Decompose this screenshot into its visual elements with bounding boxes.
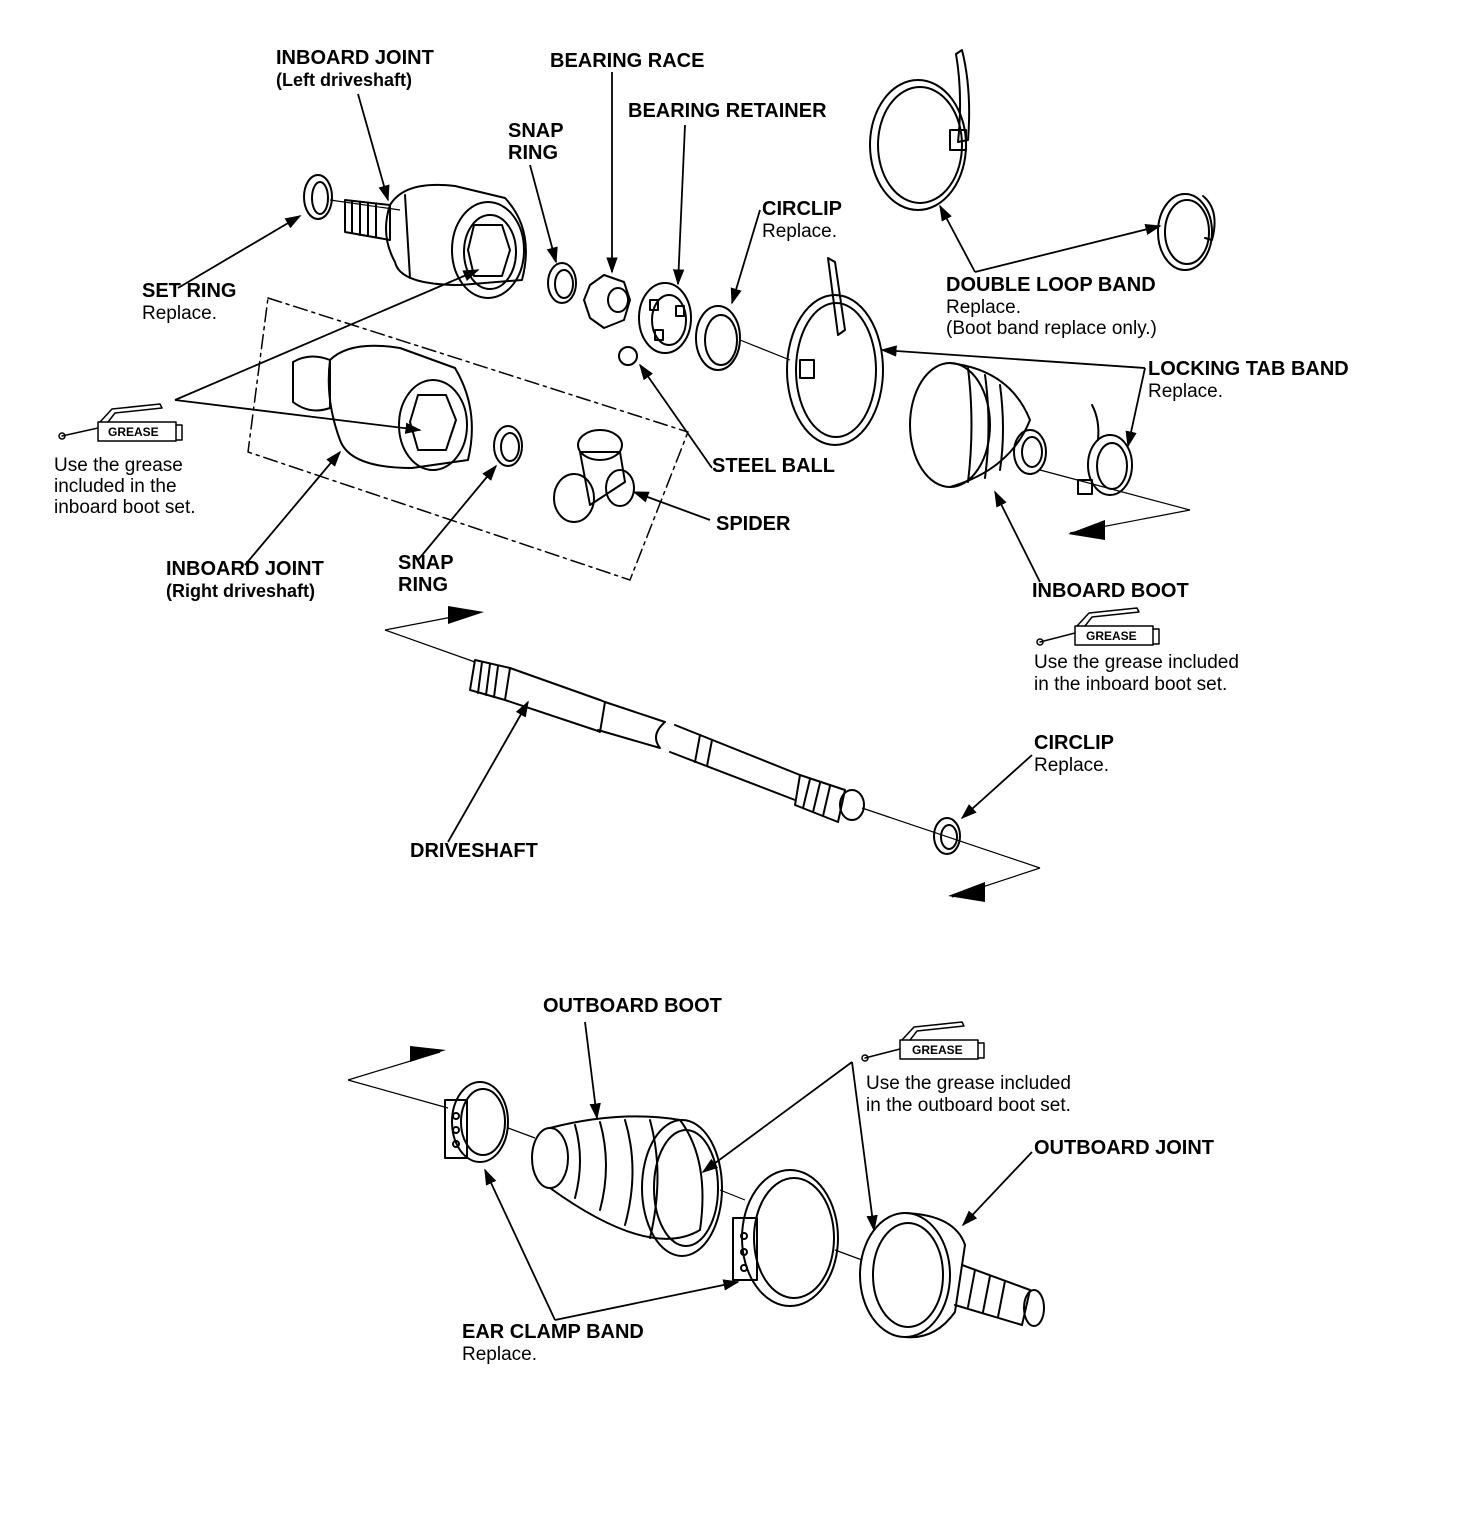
circlip-bottom-part — [933, 817, 961, 855]
set-ring-title: SET RING — [142, 280, 237, 302]
grease-outboard-line2: in the outboard boot set. — [866, 1095, 1071, 1116]
locking-tab-band-title: LOCKING TAB BAND — [1148, 358, 1349, 380]
outboard-boot-label: OUTBOARD BOOT — [543, 995, 722, 1017]
driveshaft-part — [469, 659, 865, 823]
bearing-race-part — [583, 274, 631, 329]
outboard-joint-label: OUTBOARD JOINT — [1034, 1137, 1214, 1159]
bearing-retainer-part — [638, 282, 692, 354]
inboard-joint-left-sub: (Left driveshaft) — [276, 70, 413, 90]
inboard-joint-left-part — [344, 183, 527, 299]
grease-left-line1: Use the grease — [54, 455, 183, 476]
inboard-boot-line2: in the inboard boot set. — [1034, 674, 1228, 695]
inboard-boot-title: INBOARD BOOT — [1032, 580, 1189, 602]
locking-tab-band-note: Replace. — [1148, 381, 1223, 402]
snap-ring-bottom-label-2: RING — [398, 574, 448, 596]
circlip-bottom-title: CIRCLIP — [1034, 732, 1114, 754]
snap-ring-top-label-1: SNAP — [508, 120, 564, 142]
grease-gun-icon — [861, 1021, 985, 1062]
snap-ring-top-label-2: RING — [508, 142, 558, 164]
locking-tab-band-small-part — [1087, 434, 1133, 496]
steel-ball-part — [618, 346, 638, 366]
inboard-joint-right-title: INBOARD JOINT — [166, 558, 324, 580]
ear-clamp-band-title: EAR CLAMP BAND — [462, 1321, 644, 1343]
grease-left-line2: included in the — [54, 476, 177, 497]
snap-ring-top-part — [547, 262, 577, 304]
ear-clamp-band-small-part — [444, 1081, 509, 1163]
grease-badge-inboard: GREASE — [1086, 629, 1137, 643]
locking-tab-band-part — [786, 257, 884, 446]
ear-clamp-band-big-part — [732, 1169, 839, 1307]
grease-gun-icon — [1036, 607, 1160, 646]
grease-gun-icon — [58, 403, 183, 442]
direction-arrow-icon — [1068, 520, 1105, 540]
outboard-boot-part — [531, 1115, 723, 1257]
circlip-top-title: CIRCLIP — [762, 198, 842, 220]
inboard-boot-line1: Use the grease included — [1034, 652, 1239, 673]
spider-label: SPIDER — [716, 513, 791, 535]
snap-ring-bottom-part — [493, 425, 523, 467]
bearing-retainer-label: BEARING RETAINER — [628, 100, 827, 122]
direction-arrow-icon — [948, 882, 985, 902]
double-loop-band-part — [869, 49, 971, 211]
bearing-race-label: BEARING RACE — [550, 50, 705, 72]
steel-ball-label: STEEL BALL — [712, 455, 835, 477]
circlip-bottom-note: Replace. — [1034, 755, 1109, 776]
grease-badge-left: GREASE — [108, 425, 159, 439]
spider-part — [553, 429, 635, 523]
grease-badge-outboard: GREASE — [912, 1043, 963, 1057]
direction-arrow-icon — [448, 606, 484, 624]
inboard-joint-right-sub: (Right driveshaft) — [166, 581, 316, 601]
circlip-top-part — [695, 305, 741, 371]
ear-clamp-band-note: Replace. — [462, 1344, 537, 1365]
direction-arrow-icon — [410, 1046, 446, 1062]
double-loop-band-title: DOUBLE LOOP BAND — [946, 274, 1156, 296]
double-loop-band-note2: (Boot band replace only.) — [946, 318, 1157, 339]
circlip-top-note: Replace. — [762, 221, 837, 242]
grease-outboard-line1: Use the grease included — [866, 1073, 1071, 1094]
outboard-joint-part — [859, 1212, 1045, 1339]
inboard-joint-left-title: INBOARD JOINT — [276, 47, 434, 69]
inboard-boot-part — [909, 362, 1047, 488]
grease-left-line3: inboard boot set. — [54, 497, 196, 518]
snap-ring-bottom-label-1: SNAP — [398, 552, 454, 574]
set-ring-part — [303, 174, 333, 220]
double-loop-band-note: Replace. — [946, 297, 1021, 318]
driveshaft-label: DRIVESHAFT — [410, 840, 538, 862]
inboard-joint-right-part — [292, 344, 473, 471]
set-ring-note: Replace. — [142, 303, 217, 324]
